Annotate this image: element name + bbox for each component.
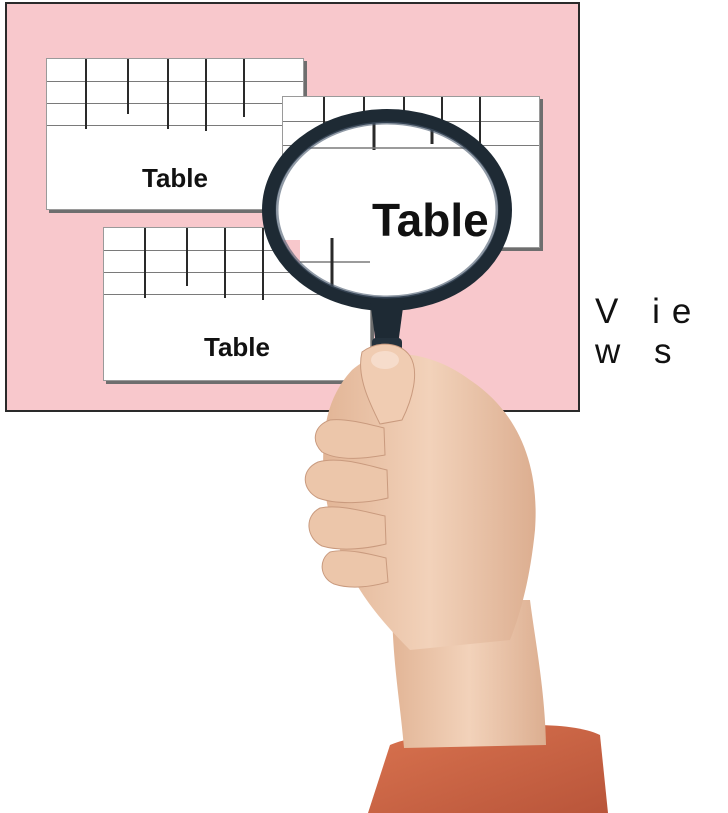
views-caption: V ie w s [595,292,704,371]
column-divider [262,228,264,300]
table-card: Table [46,58,304,210]
table-label: Table [204,332,270,362]
column-divider [224,228,226,298]
grid-line [47,125,303,126]
column-divider [167,59,169,129]
grid-line [104,294,370,295]
column-divider [243,59,245,117]
grid-line [104,272,370,273]
table-label: Table [142,163,208,193]
column-divider [479,97,481,143]
magnified-table-label: Table [372,194,489,246]
grid-line [47,103,303,104]
magnifying-glass-icon: Table [262,109,512,456]
column-divider [85,59,87,129]
column-divider [127,59,129,114]
column-divider [323,97,325,143]
column-divider [205,59,207,131]
column-divider [186,228,188,286]
grid-line [47,81,303,82]
column-divider [144,228,146,298]
grid-line [104,250,370,251]
